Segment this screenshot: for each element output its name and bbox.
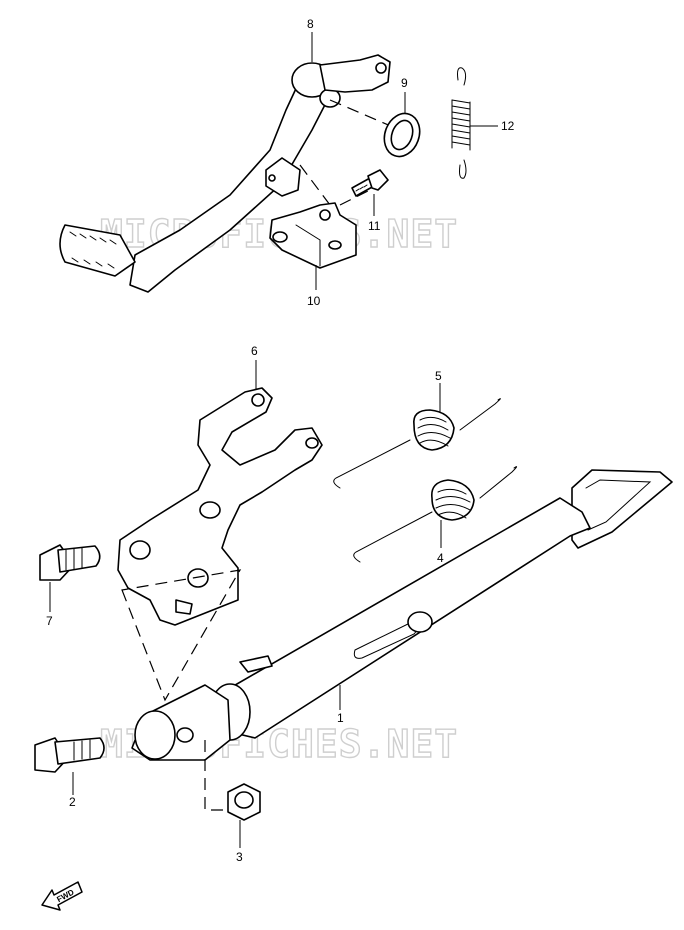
callout-12: 12: [501, 119, 515, 133]
washer: [383, 112, 421, 158]
callout-7: 7: [46, 614, 53, 628]
callout-5: 5: [435, 369, 442, 383]
stand-spring-upper: [333, 398, 501, 489]
callout-2: 2: [69, 795, 76, 809]
pivot-bolt-upper: [39, 544, 101, 581]
brake-pedal: [59, 54, 391, 293]
callout-6: 6: [251, 344, 258, 358]
lock-nut: [227, 783, 261, 821]
leader-lines: [49, 32, 498, 848]
callout-8: 8: [307, 17, 314, 31]
callout-3: 3: [236, 850, 243, 864]
callout-10: 10: [307, 294, 321, 308]
pedal-bracket: [269, 202, 357, 269]
stand-bracket: [117, 387, 323, 626]
bolt-small: [351, 169, 389, 197]
stand-spring-lower: [353, 466, 518, 563]
callout-4: 4: [437, 551, 444, 565]
pivot-bolt-lower: [34, 737, 105, 773]
callout-9: 9: [401, 76, 408, 90]
callout-11: 11: [368, 219, 381, 233]
pedal-return-spring: [450, 67, 471, 179]
callout-1: 1: [337, 711, 344, 725]
fwd-arrow-icon: FWD: [41, 881, 83, 911]
